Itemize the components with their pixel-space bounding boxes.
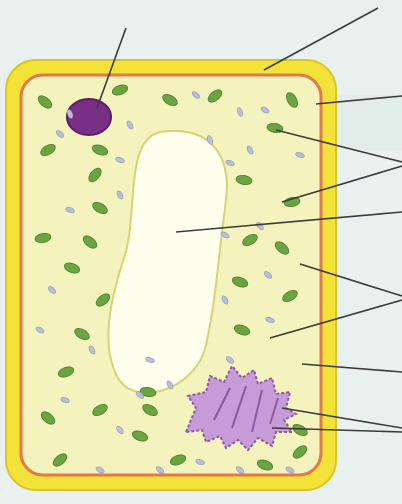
nucleus [67, 99, 111, 135]
page-faint-block [330, 95, 402, 150]
